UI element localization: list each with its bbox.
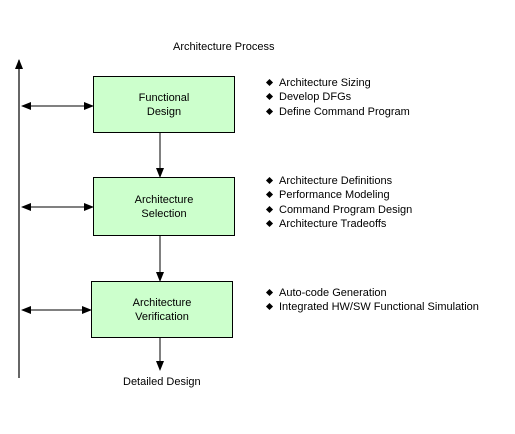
stage-label-line2: Design — [146, 105, 182, 118]
stage-label-line2: Selection — [141, 207, 187, 220]
bullet-diamond-icon — [265, 79, 274, 87]
stage-box-architecture-selection: Architecture Selection — [93, 177, 235, 236]
list-item: Architecture Tradeoffs — [264, 217, 412, 231]
list-item: Develop DFGs — [264, 90, 410, 104]
list-item: Define Command Program — [264, 105, 410, 119]
list-item: Architecture Sizing — [264, 76, 410, 90]
list-item: Performance Modeling — [264, 188, 412, 202]
list-item: Architecture Definitions — [264, 174, 412, 188]
bullet-diamond-icon — [265, 205, 274, 213]
list-item: Auto-code Generation — [264, 286, 479, 300]
output-label: Detailed Design — [123, 376, 201, 388]
bullet-list-functional-design: Architecture Sizing Develop DFGs Define … — [264, 76, 410, 119]
stage-box-functional-design: Functional Design — [93, 76, 235, 133]
stage-label-line1: Architecture — [134, 193, 194, 206]
diagram-title: Architecture Process — [173, 41, 275, 53]
bullet-diamond-icon — [265, 191, 274, 199]
stage-label-line1: Functional — [138, 91, 190, 104]
bullet-list-architecture-verification: Auto-code Generation Integrated HW/SW Fu… — [264, 286, 479, 315]
bullet-diamond-icon — [265, 219, 274, 228]
bullet-diamond-icon — [265, 107, 274, 115]
list-item: Command Program Design — [264, 203, 412, 217]
bullet-diamond-icon — [265, 303, 274, 311]
bullet-diamond-icon — [265, 289, 274, 297]
stage-box-architecture-verification: Architecture Verification — [91, 281, 233, 338]
bullet-list-architecture-selection: Architecture Definitions Performance Mod… — [264, 174, 412, 231]
list-item: Integrated HW/SW Functional Simulation — [264, 300, 479, 314]
bullet-diamond-icon — [265, 177, 274, 185]
stage-label-line1: Architecture — [132, 296, 192, 309]
bullet-diamond-icon — [265, 93, 274, 101]
stage-label-line2: Verification — [135, 310, 189, 323]
